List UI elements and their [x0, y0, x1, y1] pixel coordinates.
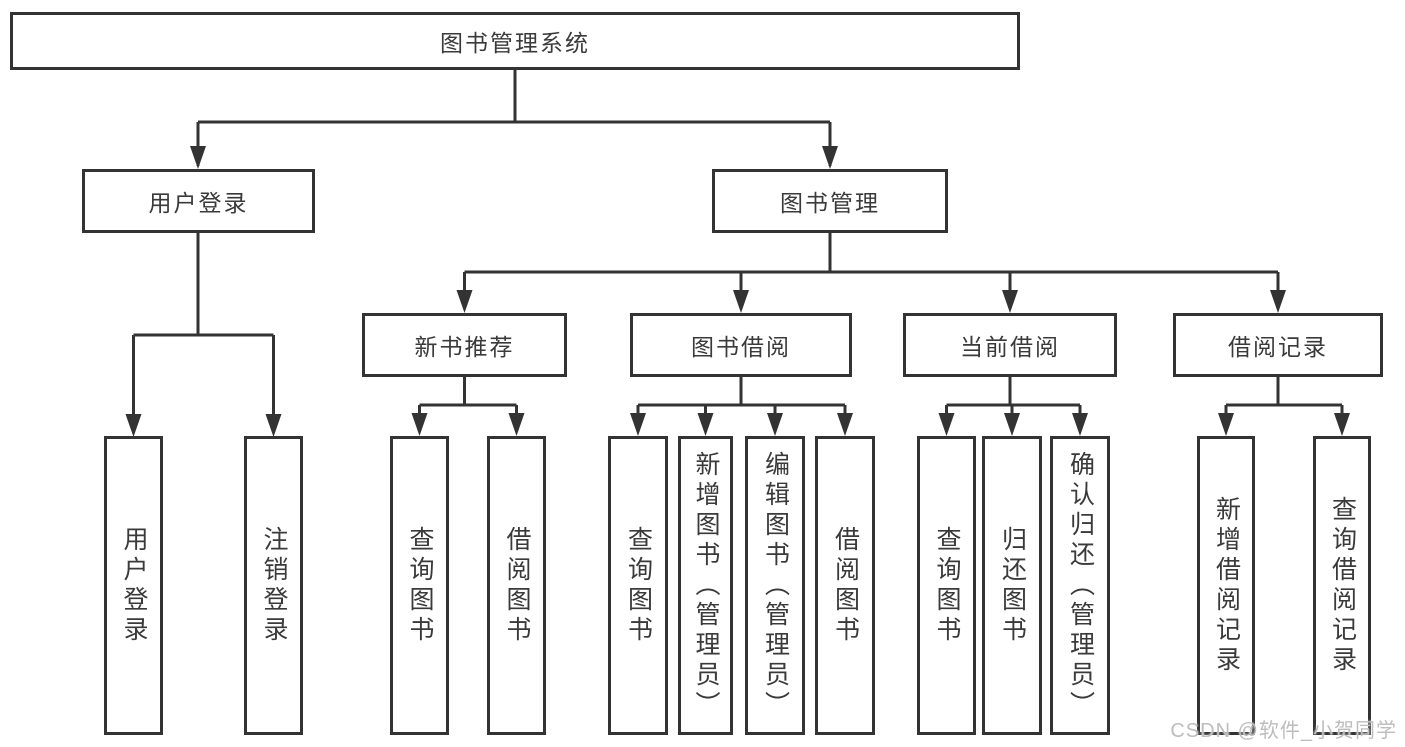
leaf-current-query-book: 查询图书	[917, 436, 976, 735]
leaf-record-add-record: 新增借阅记录	[1197, 436, 1255, 735]
edge-user-login-children	[125, 233, 282, 437]
edge-root-to-branches	[190, 70, 838, 169]
edge-book-management-children	[456, 233, 1286, 313]
edge-borrow-record-children	[1218, 377, 1350, 436]
node-book-management-branch: 图书管理	[712, 169, 948, 233]
node-user-login-branch: 用户登录	[82, 169, 315, 233]
leaf-recommend-query-book: 查询图书	[390, 436, 449, 735]
node-book-borrow: 图书借阅	[630, 313, 852, 377]
edge-current-borrow-children	[938, 377, 1088, 436]
leaf-user-login: 用户登录	[104, 436, 163, 735]
edge-book-borrow-children	[630, 377, 853, 436]
edge-new-book-recommend-children	[411, 377, 525, 436]
node-root-system: 图书管理系统	[10, 12, 1020, 70]
leaf-borrow-borrow-book: 借阅图书	[815, 436, 875, 735]
leaf-logout: 注销登录	[244, 436, 303, 735]
node-new-book-recommend: 新书推荐	[362, 313, 567, 377]
leaf-borrow-query-book: 查询图书	[608, 436, 668, 735]
leaf-recommend-borrow-book: 借阅图书	[487, 436, 546, 735]
leaf-current-confirm-return-admin: 确认归还（管理员）	[1050, 436, 1110, 735]
leaf-current-return-book: 归还图书	[982, 436, 1042, 735]
node-borrow-record: 借阅记录	[1173, 313, 1383, 377]
leaf-borrow-edit-book-admin: 编辑图书（管理员）	[745, 436, 805, 735]
leaf-record-query-record: 查询借阅记录	[1313, 436, 1371, 735]
leaf-borrow-add-book-admin: 新增图书（管理员）	[678, 436, 733, 735]
node-current-borrow: 当前借阅	[903, 313, 1117, 377]
csdn-watermark: CSDN @软件_小贺同学	[1170, 720, 1397, 742]
